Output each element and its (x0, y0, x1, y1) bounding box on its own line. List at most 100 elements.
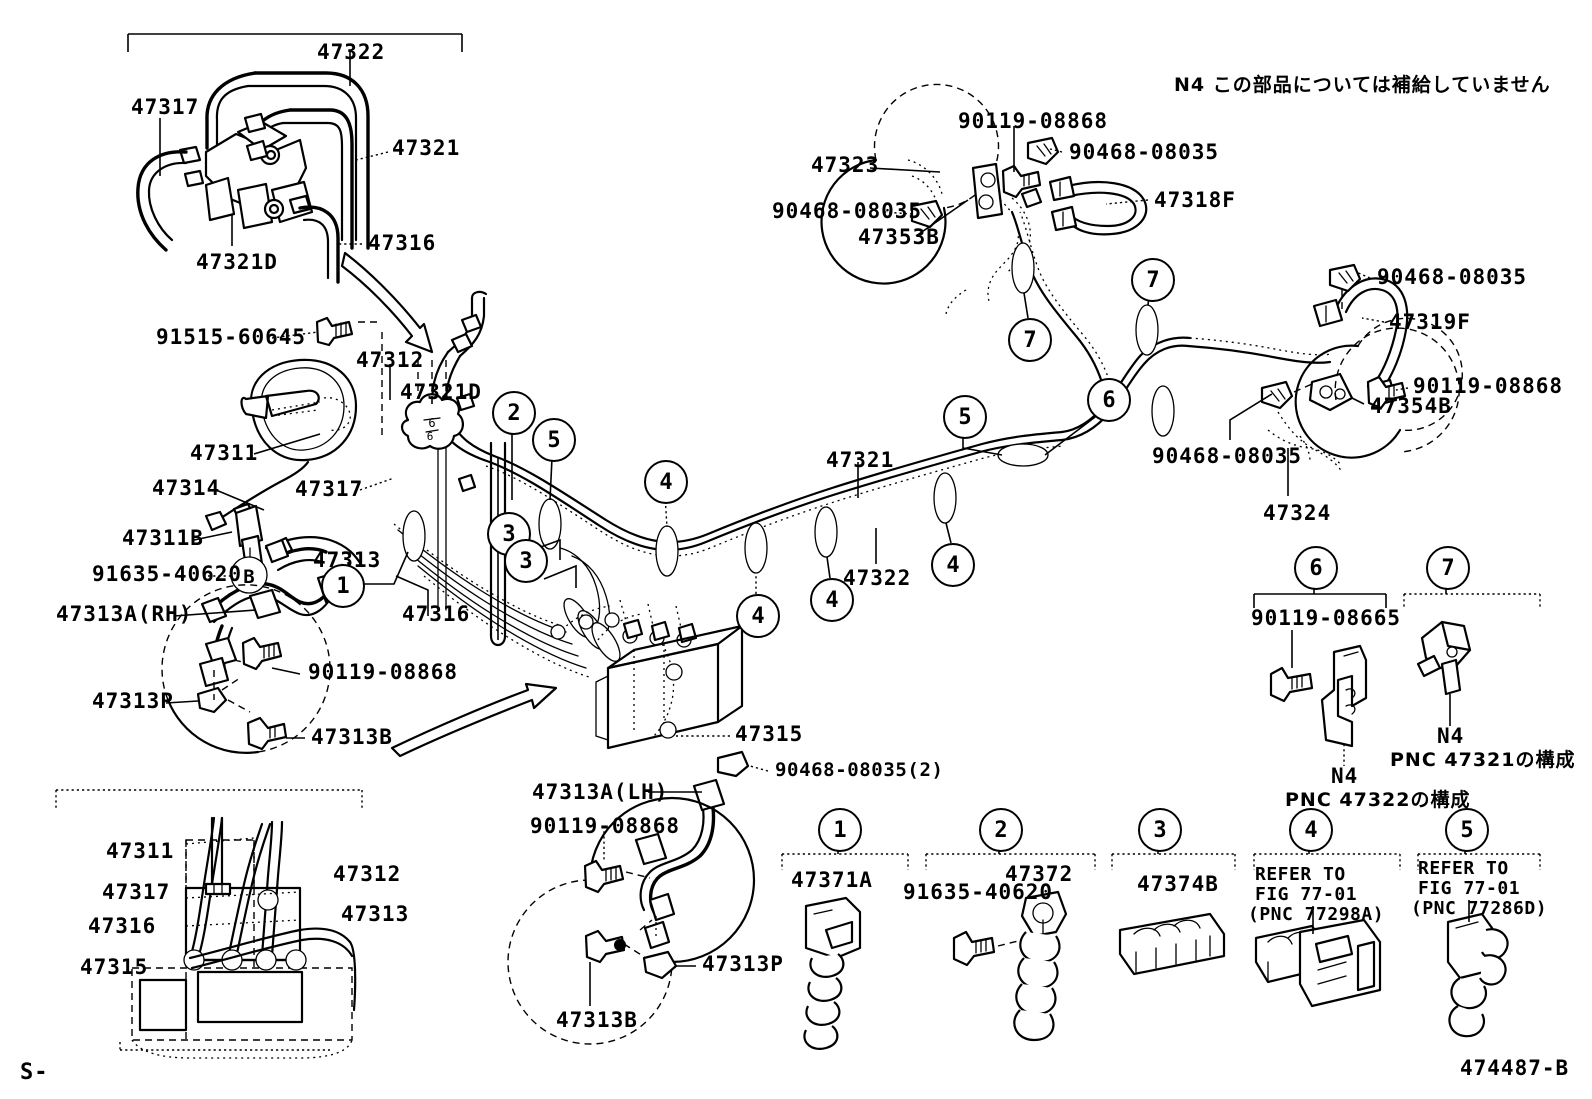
legend-callout-6[interactable]: 6 (1294, 546, 1338, 590)
legend-part-6-bolt: 90119-08665 (1251, 606, 1402, 630)
part-label-47311: 47311 (190, 441, 259, 465)
legend-part-3-art (1118, 912, 1226, 976)
legend-part-7-note-code: N4 (1437, 724, 1465, 748)
part-label-47317-top: 47317 (131, 95, 200, 119)
part-label-47313: 47313 (313, 548, 382, 572)
legend-callout-7-label: 7 (1441, 555, 1455, 581)
part-label-47313P-b: 47313P (702, 952, 784, 976)
legend-part-4-ref-line3: (PNC 77298A) (1248, 904, 1385, 925)
legend-part-6-note-jp: PNC 47322の構成 (1285, 789, 1471, 811)
callout-1-main[interactable]: 1 (321, 564, 365, 608)
callout-4-c-label: 4 (825, 587, 839, 613)
callout-5-a[interactable]: 5 (532, 418, 576, 462)
legend-callout-5[interactable]: 5 (1445, 808, 1489, 852)
top-master-cylinder-assembly (136, 71, 370, 284)
legend-part-4-ref-line2: FIG 77-01 (1255, 884, 1358, 905)
part-label-90468-08035-qty2: 90468-08035(2) (775, 759, 944, 781)
legend-callout-3[interactable]: 3 (1138, 808, 1182, 852)
callout-2-main[interactable]: 2 (492, 391, 536, 435)
part-label-47321-top: 47321 (392, 136, 461, 160)
part-label-47322-top: 47322 (317, 40, 386, 64)
grommet-47321D: 6 6 (400, 360, 477, 493)
legend-part-7-note-jp: PNC 47321の構成 (1390, 749, 1576, 771)
callout-6-a[interactable]: 6 (1087, 378, 1131, 422)
abs-actuator-47315 (550, 605, 744, 750)
legend-callout-5-label: 5 (1460, 817, 1474, 843)
part-label-90119-08868-d: 90119-08868 (1413, 374, 1564, 398)
part-label-47321-mid: 47321 (826, 448, 895, 472)
callout-5-b[interactable]: 5 (943, 395, 987, 439)
legend-part-6-art (1269, 630, 1368, 766)
legend-part-5-ref-line1: REFER TO (1418, 858, 1509, 879)
part-label-91515-60645: 91515-60645 (156, 325, 307, 349)
callout-7-b-label: 7 (1146, 267, 1160, 293)
part-label-47322-mid: 47322 (843, 566, 912, 590)
callout-7-a[interactable]: 7 (1008, 318, 1052, 362)
part-label-47313B-b: 47313B (556, 1008, 638, 1032)
part-label-47312: 47312 (356, 348, 425, 372)
callout-4-d[interactable]: 4 (931, 543, 975, 587)
part-label-47318F: 47318F (1154, 188, 1236, 212)
legend-part-6-note-code: N4 (1331, 764, 1359, 788)
booster-47323-group (820, 83, 1148, 315)
legend-part-5-art (1446, 900, 1509, 1038)
part-label-90468-08035-d: 90468-08035 (1152, 444, 1303, 468)
legend-callout-3-label: 3 (1153, 817, 1167, 843)
part-label-47354B: 47354B (1370, 394, 1452, 418)
callout-3-b[interactable]: 3 (504, 539, 548, 583)
part-label-90468-08035-c: 90468-08035 (1377, 265, 1528, 289)
part-label-90468-08035-a: 90468-08035 (1069, 140, 1220, 164)
pipe-clamp-markers (402, 242, 1175, 577)
legend-callout-1-label: 1 (833, 817, 847, 843)
part-label-47317-mid: 47317 (295, 477, 364, 501)
callout-2-main-label: 2 (507, 400, 521, 426)
legend-callout-4-label: 4 (1304, 817, 1318, 843)
callout-4-c[interactable]: 4 (810, 578, 854, 622)
part-label-47321D-top: 47321D (196, 250, 278, 274)
legend-callout-4[interactable]: 4 (1289, 808, 1333, 852)
legend-callout-6-label: 6 (1309, 555, 1323, 581)
legend-part-5-ref-line2: FIG 77-01 (1418, 878, 1521, 899)
legend-callout-1[interactable]: 1 (818, 808, 862, 852)
svg-text:B: B (243, 566, 254, 588)
part-label-90119-08868-b: 90119-08868 (530, 814, 681, 838)
callout-5-b-label: 5 (958, 404, 972, 430)
callout-4-b-label: 4 (751, 603, 765, 629)
callout-5-a-label: 5 (547, 427, 561, 453)
legend-part-1-number: 47371A (791, 868, 873, 892)
callout-6-a-label: 6 (1102, 387, 1116, 413)
legend-callout-2[interactable]: 2 (979, 808, 1023, 852)
part-label-91635-40620: 91635-40620 (92, 562, 243, 586)
part-label-90119-08868-a: 90119-08868 (308, 660, 459, 684)
inset-label-47313: 47313 (341, 902, 410, 926)
part-label-47313B: 47313B (311, 725, 393, 749)
svg-text:6: 6 (428, 416, 435, 430)
legend-part-2-bolt: 91635-40620 (903, 880, 1054, 904)
callout-4-a[interactable]: 4 (644, 460, 688, 504)
callout-4-b[interactable]: 4 (736, 594, 780, 638)
inset-label-47312: 47312 (333, 862, 402, 886)
legend-part-4-ref-line1: REFER TO (1255, 864, 1346, 885)
supply-note-jp: N4 この部品については補給していません (1174, 74, 1551, 96)
callout-4-a-label: 4 (659, 469, 673, 495)
label-leader-lines (159, 52, 1409, 1006)
legend-part-4-art (1254, 906, 1382, 1008)
inset-label-47311: 47311 (106, 839, 175, 863)
hose-47319F-group (1260, 263, 1463, 473)
part-label-47321D-mid: 47321D (400, 380, 482, 404)
inset-label-47316: 47316 (88, 914, 157, 938)
part-label-90119-08868-c: 90119-08868 (958, 109, 1109, 133)
legend-part-1-art (803, 896, 862, 1050)
callout-7-b[interactable]: 7 (1131, 258, 1175, 302)
part-label-47353B: 47353B (858, 225, 940, 249)
legend-callout-7[interactable]: 7 (1426, 546, 1470, 590)
callout-4-d-label: 4 (946, 552, 960, 578)
brake-booster-47311: B (161, 316, 383, 754)
legend-part-5-ref-line3: (PNC 77286D) (1411, 898, 1548, 919)
part-label-47316-mid: 47316 (402, 602, 471, 626)
bottom-inset (55, 789, 363, 1059)
callout-1-main-label: 1 (336, 573, 350, 599)
part-label-47324: 47324 (1263, 501, 1332, 525)
